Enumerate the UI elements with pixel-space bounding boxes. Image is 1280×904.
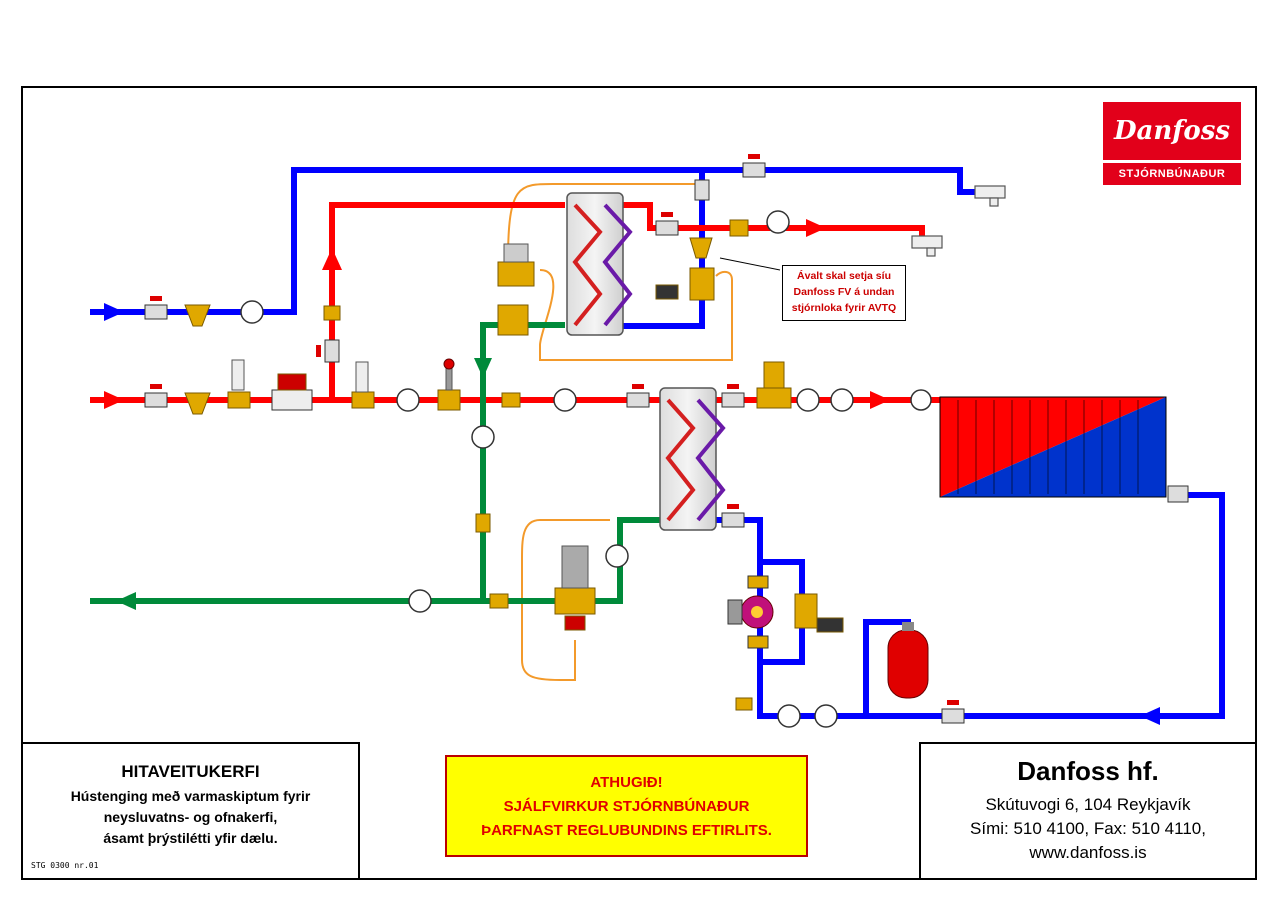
company-block: Danfoss hf. Skútuvogi 6, 104 Reykjavík S… [919,742,1257,880]
mixing-valve-icon [554,545,596,631]
gauge-icon [471,425,495,449]
drawing-code: STG 0300 nr.01 [31,861,99,870]
valve-icon [721,384,745,408]
valve-icon [144,296,168,320]
valve-icon [144,384,168,408]
warning-line: ÞARFNAST REGLUBUNDINS EFTIRLITS. [481,822,772,839]
company-web: www.danfoss.is [1029,843,1147,862]
fitting-icon [351,361,375,409]
gauge-icon [814,704,838,728]
meter-icon [271,373,313,411]
danfoss-logo: Danfoss STJÓRNBÚNAÐUR [1103,102,1241,185]
drain-valve-icon [735,697,753,711]
warning-line: SJÁLFVIRKUR STJÓRNBÚNAÐUR [503,798,750,815]
gauge-icon [910,389,932,411]
control-lines [507,182,733,681]
arrow-icon [116,592,136,610]
fitting-icon [489,593,509,609]
bypass-valve-icon [794,593,844,633]
fitting-icon [437,358,461,411]
description-line: Hústenging með varmaskiptum fyrir [70,788,311,804]
cold-to-hx-pipe [600,170,705,329]
thermostatic-valve-icon [655,267,715,301]
warning-line: ATHUGIÐ! [590,774,663,791]
company-phone: Sími: 510 4100, Fax: 510 4110, [970,819,1206,838]
strainer-icon [689,237,713,259]
pressure-gauges [240,210,932,728]
drawing-title: HITAVEITUKERFI [121,762,260,781]
strainer-icon [184,392,211,415]
tap-icon [974,185,1006,207]
drawing-frame [21,86,1257,880]
note-leader [719,257,781,271]
gauge-icon [766,210,790,234]
hot-water-outlet-pipe [600,202,925,240]
arrow-icon [322,248,342,270]
gauge-icon [605,544,629,568]
dhw-return-pipe [480,322,565,600]
company-name: Danfoss hf. [1017,756,1159,786]
dhw-heat-exchanger [566,192,633,336]
gauge-icon [553,388,577,412]
gauge-icon [240,300,264,324]
note-line: Danfoss FV á undan [793,286,895,298]
flow-arrows [104,219,1160,725]
fitting-icon [729,219,749,237]
valve-icon [941,700,965,724]
arrow-icon [806,219,826,237]
valve-icon [694,179,710,201]
arrow-icon [104,303,124,321]
title-block: HITAVEITUKERFI Hústenging með varmaskipt… [21,742,360,880]
fitting-icon [227,359,251,409]
valve-icon [316,339,340,363]
gauge-icon [796,388,820,412]
logo-brand: Danfoss [1103,102,1241,160]
taps [911,185,1006,257]
air-vent-icon [756,361,792,409]
strainer-note: Ávalt skal setja síu Danfoss FV á undan … [782,265,906,321]
arrow-icon [1140,707,1160,725]
fitting-icon [323,305,341,321]
strainer-icon [184,304,211,327]
logo-subtitle: STJÓRNBÚNAÐUR [1103,163,1241,185]
radiator-valve-icon [1167,485,1189,503]
expansion-tank [887,622,929,699]
valve-icon [626,384,650,408]
dhw-controller-icon [497,243,535,336]
gauge-icon [777,704,801,728]
tap-icon [911,235,943,257]
arrow-icon [870,391,890,409]
arrow-icon [104,391,124,409]
circulation-pump [727,575,774,649]
company-address: Skútuvogi 6, 104 Reykjavík [985,795,1191,814]
arrow-icon [474,358,492,378]
drawing-description: Hústenging með varmaskiptum fyrir neyslu… [23,786,358,849]
description-line: ásamt þrýstilétti yfir dælu. [103,830,278,846]
description-line: neysluvatns- og ofnakerfi, [103,809,278,825]
valve-icon [655,212,679,236]
brass-fittings [184,219,1189,711]
note-line: Ávalt skal setja síu [797,270,891,282]
note-line: stjórnloka fyrir AVTQ [791,302,897,314]
fitting-icon [501,392,521,408]
radiator [939,396,1167,498]
ball-valves [144,154,965,724]
gauge-icon [396,388,420,412]
radiator-return-pipe [716,492,1225,719]
gauge-icon [408,589,432,613]
heating-heat-exchanger [659,387,726,531]
valve-icon [742,154,766,178]
supply-riser-pipe [329,202,565,400]
gauge-icon [830,388,854,412]
warning-box: ATHUGIÐ! SJÁLFVIRKUR STJÓRNBÚNAÐUR ÞARFN… [445,755,808,857]
valve-icon [721,504,745,528]
fitting-icon [475,513,491,533]
